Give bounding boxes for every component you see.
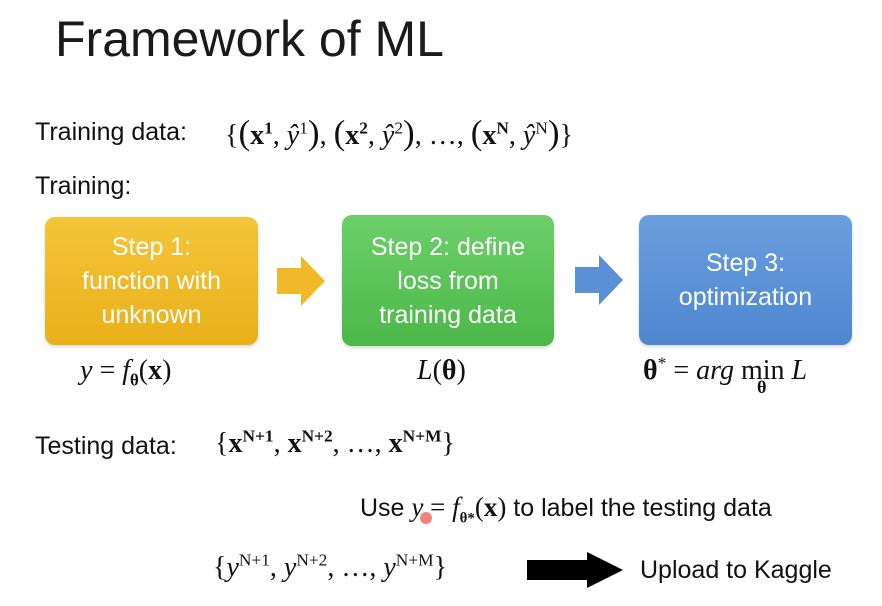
- training-data-label: Training data:: [35, 118, 187, 146]
- arrow-right-icon: [527, 552, 623, 588]
- testing-data-set: {xN+1, xN+2, …, xN+M}: [215, 426, 455, 459]
- use-suffix: to label the testing data: [513, 494, 772, 522]
- training-label: Training:: [35, 172, 132, 200]
- training-data-set: {(x1, ŷ1), (x2, ŷ2), …, (xN, ŷN)}: [225, 113, 573, 152]
- step1-box: Step 1: function with unknown: [45, 217, 258, 345]
- use-formula: y = fθ*(x): [411, 492, 507, 527]
- testing-data-label: Testing data:: [35, 432, 177, 460]
- step3-box: Step 3: optimization: [639, 215, 852, 345]
- step2-equation: L(θ): [417, 355, 466, 386]
- pointer-dot: [420, 512, 432, 524]
- step2-box: Step 2: define loss from training data: [342, 215, 554, 346]
- arrow-right-icon: [575, 255, 623, 305]
- output-set: {yN+1, yN+2, …, yN+M}: [213, 550, 448, 583]
- use-line: Use y = fθ*(x) to label the testing data: [360, 492, 772, 527]
- upload-text: Upload to Kaggle: [640, 556, 832, 584]
- arrow-right-icon: [277, 256, 325, 306]
- step1-equation: y = fθ(x): [80, 355, 172, 390]
- use-prefix: Use: [360, 494, 405, 522]
- slide-title: Framework of ML: [55, 11, 444, 67]
